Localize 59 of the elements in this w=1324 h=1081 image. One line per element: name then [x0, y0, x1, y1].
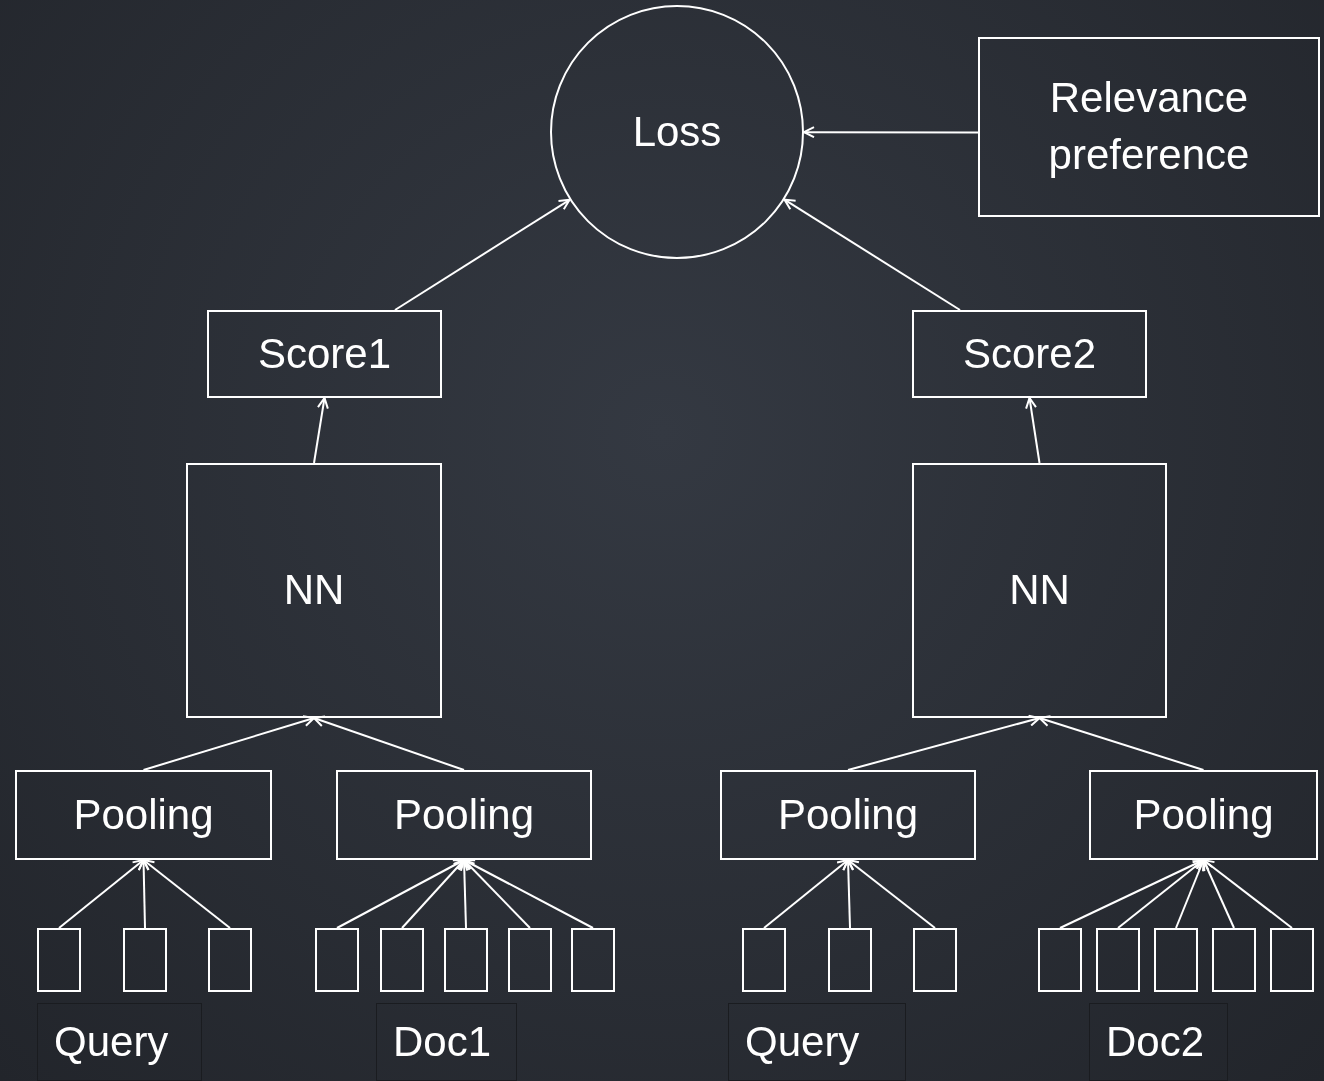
arrow: [394, 198, 571, 311]
empty-box: [571, 928, 615, 992]
arrow: [1202, 859, 1293, 929]
arrow: [313, 715, 465, 771]
process-box: [912, 463, 1167, 718]
arrow: [783, 198, 961, 311]
empty-box: [315, 928, 359, 992]
empty-box: [1096, 928, 1140, 992]
process-box: [186, 463, 442, 718]
arrow: [142, 859, 231, 929]
arrow: [1038, 715, 1205, 771]
arrow: [842, 859, 855, 929]
loss-circle: [550, 5, 804, 259]
empty-box: [1270, 928, 1314, 992]
empty-box: [208, 928, 252, 992]
empty-box: [37, 928, 81, 992]
arrow: [847, 714, 1041, 771]
empty-box: [123, 928, 167, 992]
arrow: [1202, 859, 1235, 929]
arrow: [142, 715, 315, 771]
node-label: Pooling: [777, 789, 919, 840]
empty-box: [828, 928, 872, 992]
process-box: [15, 770, 272, 860]
node-label: Relevance preference: [1047, 73, 1251, 180]
empty-box: [742, 928, 786, 992]
node-label: Pooling: [393, 789, 535, 840]
process-box: [1089, 770, 1318, 860]
process-box: [336, 770, 592, 860]
node-label: Pooling: [73, 789, 214, 840]
empty-box: [444, 928, 488, 992]
arrow: [1025, 397, 1041, 464]
arrow: [137, 859, 150, 929]
arrow: [313, 397, 329, 464]
empty-box: [1038, 928, 1082, 992]
empty-box: [1154, 928, 1198, 992]
text-label: Doc2: [1106, 1016, 1205, 1067]
process-box: [912, 310, 1147, 398]
arrow: [763, 859, 849, 929]
process-box: [978, 37, 1320, 217]
arrow: [463, 859, 531, 929]
empty-box: [1212, 928, 1256, 992]
process-box: [207, 310, 442, 398]
text-label: Query: [745, 1016, 860, 1067]
empty-box: [913, 928, 957, 992]
node-label: Score2: [962, 328, 1097, 379]
node-label: NN: [1009, 565, 1070, 616]
empty-box: [380, 928, 424, 992]
arrow: [401, 859, 465, 929]
arrow: [58, 859, 145, 929]
node-label: Score1: [257, 328, 392, 379]
arrow: [847, 859, 936, 929]
empty-box: [508, 928, 552, 992]
node-label: NN: [283, 565, 345, 616]
text-label: Query: [54, 1016, 169, 1067]
node-label: Pooling: [1133, 789, 1274, 840]
text-label: Doc1: [393, 1016, 492, 1067]
process-box: [720, 770, 976, 860]
node-label: Loss: [632, 106, 722, 157]
arrow: [803, 126, 979, 139]
